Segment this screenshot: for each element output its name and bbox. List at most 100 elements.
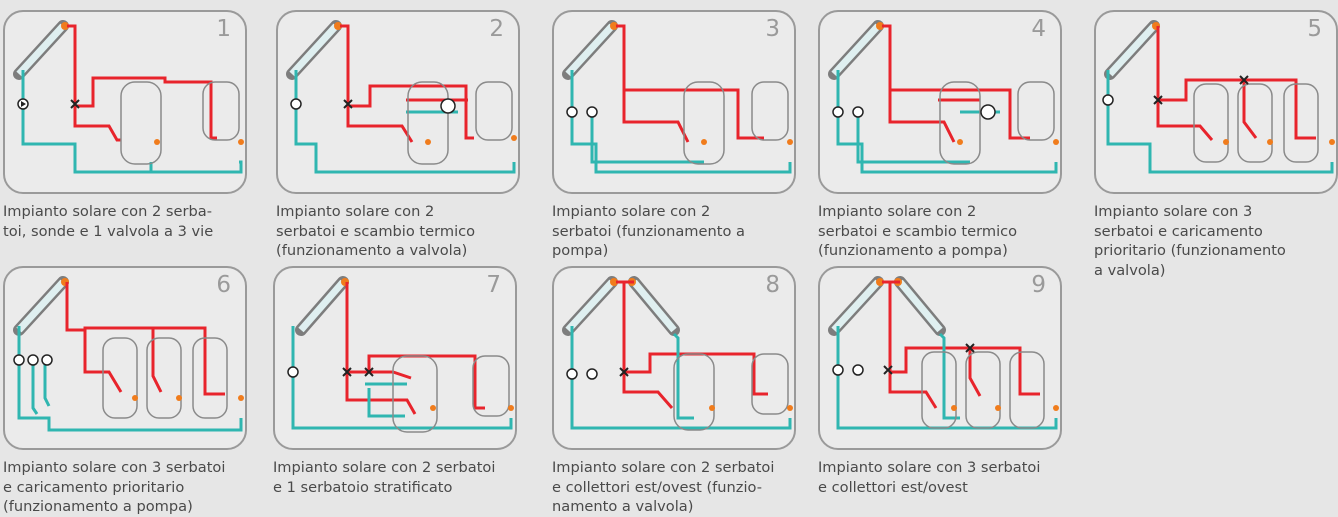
pump-icon <box>287 366 299 378</box>
pump-icon <box>832 364 844 376</box>
hydraulic-diagram <box>562 276 793 431</box>
scheme-diagram[interactable]: 3 <box>552 10 796 194</box>
tank-icon <box>202 81 240 141</box>
tank-icon <box>673 353 715 431</box>
tank-icon <box>751 81 789 141</box>
scheme-number: 6 <box>216 272 231 298</box>
hydraulic-diagram <box>286 20 517 174</box>
tank-icon <box>683 81 725 165</box>
scheme-card-6[interactable]: 6 Impianto solare con 3 serbatoi e caric… <box>3 266 247 517</box>
tank-icon <box>965 351 1001 429</box>
scheme-card-4[interactable]: 4 Impianto solare con 2 serbatoi e scamb… <box>818 10 1062 261</box>
scheme-number: 5 <box>1307 16 1322 42</box>
tank-icon <box>1283 83 1319 163</box>
tank-icon <box>475 81 513 141</box>
scheme-diagram[interactable]: 4 <box>818 10 1062 194</box>
tank-icon <box>921 351 957 429</box>
valve-icon <box>883 365 893 375</box>
pump-icon <box>1102 94 1114 106</box>
sensor-icon <box>238 139 244 145</box>
scheme-caption: Impianto solare con 3 serbatoi e caricam… <box>1094 203 1286 279</box>
scheme-number: 9 <box>1031 272 1046 298</box>
scheme-diagram[interactable]: 6 <box>3 266 247 450</box>
pump-icon <box>440 98 456 114</box>
pump-icon <box>566 106 578 118</box>
collector-icon <box>295 276 349 336</box>
pump-icon <box>852 364 864 376</box>
tank-icon <box>102 337 138 419</box>
tank-icon <box>939 81 981 165</box>
tank-icon <box>120 81 162 165</box>
hydraulic-diagram <box>13 20 244 174</box>
pump-icon <box>852 106 864 118</box>
tank-icon <box>192 337 228 419</box>
pump-icon <box>13 354 25 366</box>
tank-icon <box>146 337 182 419</box>
valve-icon <box>364 367 374 377</box>
valve-icon <box>965 343 975 353</box>
valve-icon <box>619 367 629 377</box>
pump-icon <box>980 104 996 120</box>
scheme-caption: Impianto solare con 2 serbatoi (funziona… <box>552 203 745 259</box>
pump-icon <box>586 106 598 118</box>
scheme-caption: Impianto solare con 2 serbatoi e scambio… <box>818 203 1018 259</box>
scheme-card-9[interactable]: 9 Impianto solare con 3 serbatoi e colle… <box>818 266 1062 497</box>
scheme-number: 3 <box>765 16 780 42</box>
scheme-number: 7 <box>486 272 501 298</box>
collector-icon <box>828 276 884 336</box>
tank-icon <box>1009 351 1045 429</box>
tank-icon <box>751 353 789 415</box>
pump-icon <box>586 368 598 380</box>
pump-icon <box>832 106 844 118</box>
scheme-diagram[interactable]: 7 <box>273 266 517 450</box>
scheme-diagram[interactable]: 5 <box>1094 10 1338 194</box>
scheme-diagram[interactable]: 1 <box>3 10 247 194</box>
scheme-caption: Impianto solare con 2 serbatoi e collett… <box>552 459 775 515</box>
valve-icon <box>1153 95 1163 105</box>
scheme-card-3[interactable]: 3 Impianto solare con 2 serbatoi (funzio… <box>552 10 796 261</box>
tank-icon <box>1193 83 1229 163</box>
valve-icon <box>70 99 80 109</box>
scheme-card-1[interactable]: 1 Impianto solare con 2 serba- toi, sond… <box>3 10 247 241</box>
hydraulic-diagram <box>828 276 1059 430</box>
tank-icon <box>407 81 449 165</box>
hydraulic-diagram <box>1102 20 1335 174</box>
valve-icon <box>343 99 353 109</box>
collector-icon <box>628 276 680 336</box>
hydraulic-diagram <box>828 20 1059 174</box>
scheme-card-2[interactable]: 2 Impianto solare con 2 serbatoi e scamb… <box>276 10 520 261</box>
scheme-diagram[interactable]: 8 <box>552 266 796 450</box>
scheme-caption: Impianto solare con 2 serbatoi e 1 serba… <box>273 459 496 496</box>
scheme-caption: Impianto solare con 2 serbatoi e scambio… <box>276 203 476 259</box>
hydraulic-diagram <box>13 276 244 432</box>
collector-icon <box>828 20 884 80</box>
scheme-card-7[interactable]: 7 Impianto solare con 2 serbatoi e 1 ser… <box>273 266 517 497</box>
hydraulic-diagram <box>562 20 793 174</box>
pump-icon <box>566 368 578 380</box>
scheme-card-8[interactable]: 8 Impianto solare con 2 serbatoi e colle… <box>552 266 796 517</box>
valve-icon <box>1239 75 1249 85</box>
collector-icon <box>894 276 946 336</box>
pump-icon <box>27 354 39 366</box>
stratified-tank-icon <box>392 355 438 433</box>
scheme-caption: Impianto solare con 2 serba- toi, sonde … <box>3 203 214 240</box>
scheme-card-5[interactable]: 5 Impianto solare con 3 serbatoi e caric… <box>1094 10 1338 280</box>
tank-icon <box>472 355 510 417</box>
collector-icon <box>562 276 618 336</box>
scheme-diagram[interactable]: 9 <box>818 266 1062 450</box>
scheme-number: 8 <box>765 272 780 298</box>
hydraulic-diagram <box>287 276 514 433</box>
collector-icon <box>13 20 69 80</box>
scheme-diagram[interactable]: 2 <box>276 10 520 194</box>
valve-icon <box>342 367 352 377</box>
collector-icon <box>1104 20 1160 80</box>
collector-icon <box>286 20 342 80</box>
tank-icon <box>1017 81 1055 141</box>
scheme-caption: Impianto solare con 3 serbatoi e collett… <box>818 459 1041 496</box>
pump-icon <box>290 98 302 110</box>
collector-icon <box>13 276 69 336</box>
scheme-caption: Impianto solare con 3 serbatoi e caricam… <box>3 459 226 515</box>
scheme-number: 2 <box>489 16 504 42</box>
sensor-icon <box>154 139 160 145</box>
tank-icon <box>1237 83 1273 163</box>
